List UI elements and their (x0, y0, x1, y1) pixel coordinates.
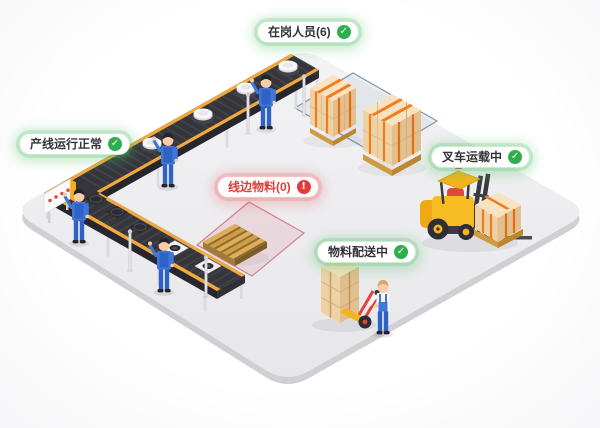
check-icon: ✓ (394, 245, 409, 260)
storage-stack-2 (358, 94, 426, 176)
check-icon: ✓ (508, 150, 523, 165)
forklift-load (473, 192, 523, 248)
check-icon: ✓ (336, 25, 351, 40)
badge-staff-on-duty-label: 在岗人员(6) (268, 25, 331, 39)
badge-forklift-status-label: 叉车运载中 (442, 150, 503, 164)
badge-line-side-material-label: 线边物料(0) (228, 180, 291, 194)
badge-delivery-status-label: 物料配送中 (328, 245, 389, 259)
alert-icon: ! (296, 180, 311, 195)
empty-pallet (201, 224, 269, 266)
badge-delivery-status[interactable]: 物料配送中 ✓ (317, 241, 417, 264)
badge-line-status[interactable]: 产线运行正常 ✓ (19, 133, 131, 156)
forklift (420, 163, 532, 252)
forklift-body (420, 196, 474, 240)
badge-staff-on-duty[interactable]: 在岗人员(6) ✓ (257, 21, 359, 44)
badge-line-side-material[interactable]: 线边物料(0) ! (217, 176, 319, 199)
badge-forklift-status[interactable]: 叉车运载中 ✓ (431, 146, 531, 169)
delivery-worker (368, 280, 393, 338)
check-icon: ✓ (108, 137, 123, 152)
badge-line-status-label: 产线运行正常 (30, 137, 103, 151)
storage-stack-1 (303, 75, 363, 148)
